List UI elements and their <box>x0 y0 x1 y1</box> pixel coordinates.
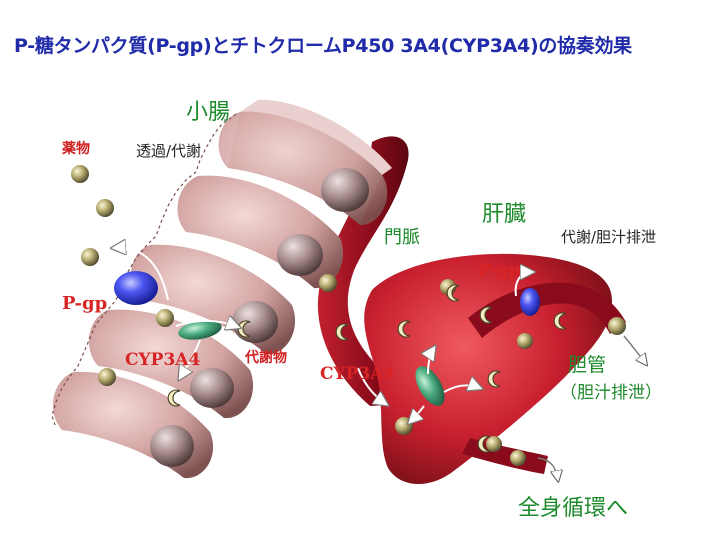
circulation-outlet-arrow <box>537 457 558 480</box>
drug-particle <box>71 165 89 183</box>
drug-particle <box>517 333 533 349</box>
cell-nucleus <box>232 301 278 343</box>
efflux-arrow-liver <box>514 272 532 297</box>
metabolite-crescent <box>487 370 501 388</box>
efflux-arrow-intestine <box>114 248 169 301</box>
cyp3a4-enzyme-intestine <box>178 320 222 340</box>
small-intestine-cells <box>51 99 392 479</box>
portal-flow-arrow <box>357 367 386 404</box>
systemic-vessel <box>462 438 548 474</box>
metabolite-crescent <box>335 323 349 341</box>
metabolism-arrow-liver-down <box>410 405 425 422</box>
drug-particle <box>486 436 502 452</box>
drug-particle <box>510 450 526 466</box>
outlet-arrows <box>537 335 646 480</box>
label-drug: 薬物 <box>62 141 90 157</box>
cell-nucleus <box>321 168 369 212</box>
cell-nucleus <box>150 425 194 467</box>
label-bile-duct: 胆管 <box>568 354 607 376</box>
label-systemic-circulation: 全身循環へ <box>518 496 629 521</box>
drug-particle <box>319 274 337 292</box>
intestinal-cell <box>218 99 392 226</box>
drug-particle <box>395 417 413 435</box>
label-cyp3a4-liver: CYP3A4 <box>320 364 396 384</box>
cell-nucleus <box>277 234 323 276</box>
metabolism-arrow-intestine-down <box>180 339 201 378</box>
cell-nucleus <box>190 368 234 408</box>
label-bile-excretion: （胆汁排泄） <box>560 383 662 403</box>
pgp-transporter-intestine <box>114 271 158 305</box>
pgp-transporter-liver <box>520 288 540 316</box>
label-pgp-liver: P-gp <box>478 261 521 281</box>
drug-particle <box>156 309 174 327</box>
page-title: P-糖タンパク質(P-gp)とチトクロームP450 3A4(CYP3A4)の協奏… <box>14 35 632 57</box>
metabolites <box>167 284 567 453</box>
label-small-intestine: 小腸 <box>186 100 231 125</box>
label-pgp-intestine: P-gp <box>62 293 108 314</box>
intestinal-cell <box>88 309 254 419</box>
label-portal-vein: 門脈 <box>384 227 420 248</box>
bile-outlet-arrow <box>623 335 646 364</box>
label-liver: 肝臓 <box>482 202 527 227</box>
label-permeation-metabolism: 透過/代謝 <box>136 142 202 160</box>
drug-particle <box>608 317 626 335</box>
drug-particle <box>81 248 99 266</box>
drug-particle <box>98 368 116 386</box>
metabolite-crescent <box>397 320 411 338</box>
metabolite-crescent <box>553 312 567 330</box>
intestinal-cell <box>177 175 344 289</box>
metabolism-arrow-liver-right <box>443 385 480 393</box>
label-cyp3a4-intestine: CYP3A4 <box>125 350 201 370</box>
label-metabolite: 代謝物 <box>245 350 287 366</box>
liver <box>364 253 612 485</box>
metabolism-arrow-liver-up <box>428 348 434 375</box>
metabolite-crescent <box>167 389 181 407</box>
intestinal-cell <box>52 371 214 479</box>
metabolite-crescent <box>446 284 460 302</box>
flow-arrows <box>114 248 532 422</box>
metabolism-arrow-intestine <box>175 321 238 327</box>
metabolite-crescent <box>477 435 491 453</box>
bile-duct <box>468 282 626 338</box>
drug-particle <box>96 199 114 217</box>
metabolite-crescent <box>479 306 493 324</box>
cyp3a4-enzyme-liver <box>415 366 445 406</box>
drug-particles <box>71 165 626 466</box>
label-liver-function: 代謝/胆汁排泄 <box>561 228 657 246</box>
